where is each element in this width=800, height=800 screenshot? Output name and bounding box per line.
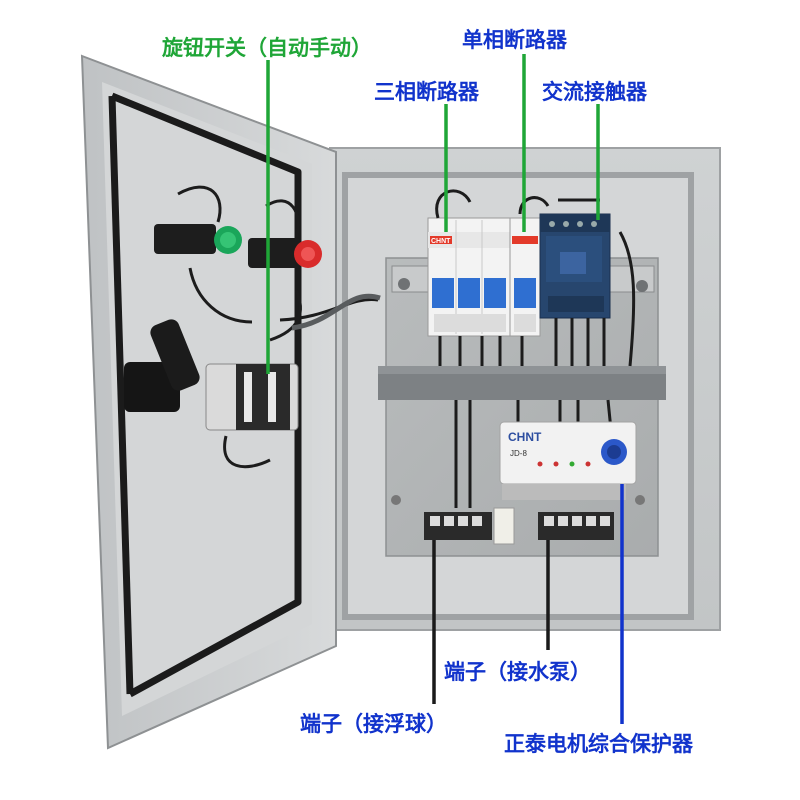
indicator-light-green xyxy=(154,224,242,254)
indicator-light-red xyxy=(248,238,322,268)
label-ac-contactor: 交流接触器 xyxy=(542,80,647,104)
ac-contactor xyxy=(539,213,611,319)
label-terminal-float: 端子（接浮球） xyxy=(300,712,447,736)
label-single-phase-breaker: 单相断路器 xyxy=(462,28,567,52)
label-rotary-switch: 旋钮开关（自动手动） xyxy=(162,36,372,60)
label-terminal-pump: 端子（接水泵） xyxy=(444,660,591,684)
callout-leaders xyxy=(266,54,624,724)
protector-model-label: JD-8 xyxy=(510,449,527,458)
rotary-switch xyxy=(124,319,299,431)
breaker-brand-label: CHNT xyxy=(431,238,451,245)
door-cable-bundle xyxy=(291,293,381,331)
motor-protector: CHNT JD-8 xyxy=(499,421,637,500)
three-phase-breaker: CHNT xyxy=(427,217,513,337)
terminal-block-float xyxy=(424,507,515,545)
single-phase-breaker xyxy=(509,217,541,337)
terminal-block-pump xyxy=(538,512,614,540)
cable-duct xyxy=(378,366,666,400)
protector-brand-label: CHNT xyxy=(508,430,542,444)
label-motor-protector: 正泰电机综合保护器 xyxy=(504,732,693,756)
label-three-phase-breaker: 三相断路器 xyxy=(374,80,479,104)
